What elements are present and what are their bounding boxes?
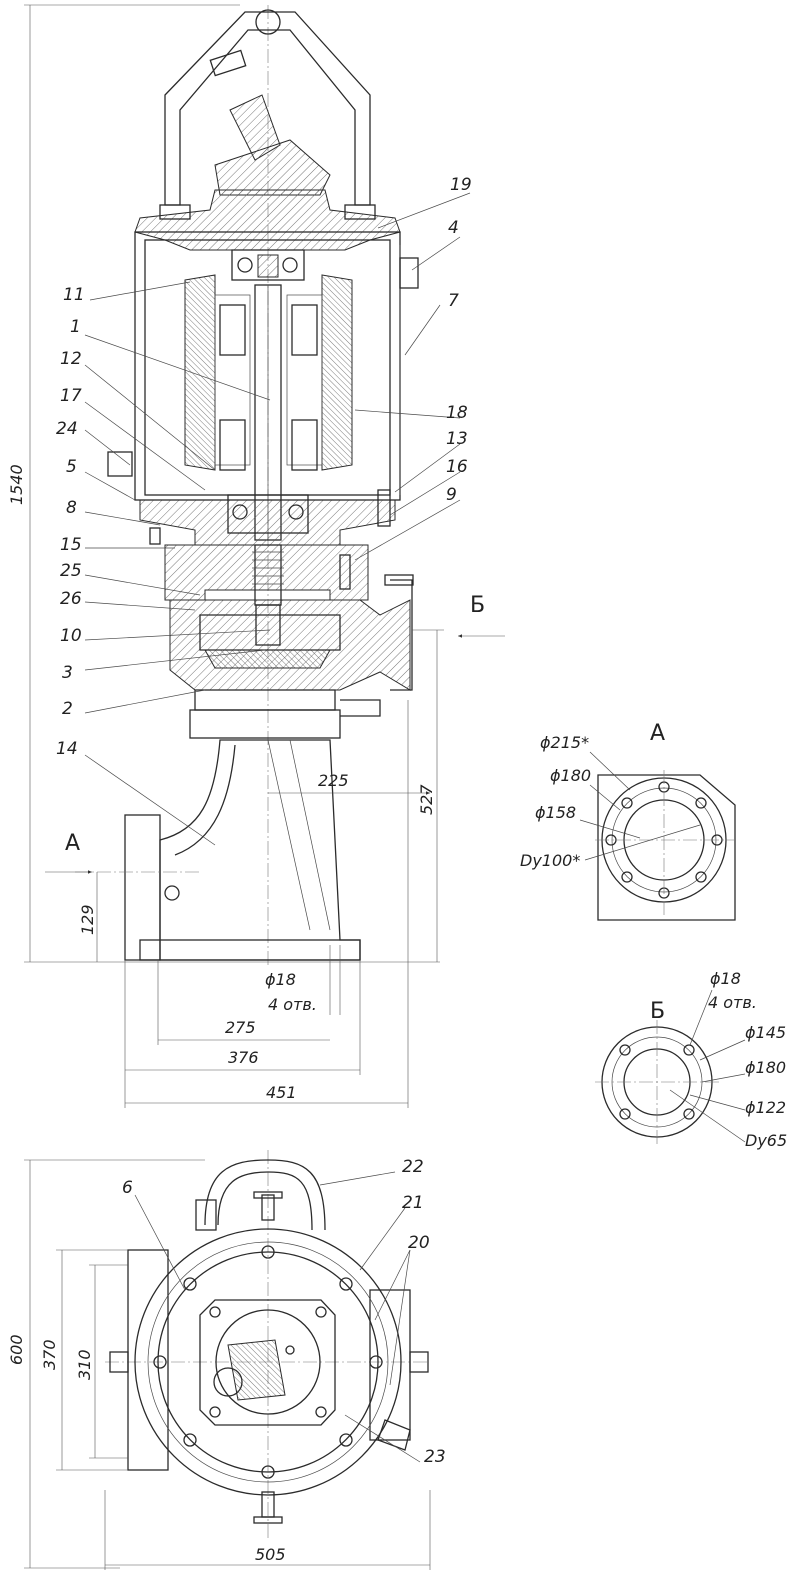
main-section-view: 19 4 11 7 1 12 18 17 13 24 16 5 9 8 15 2… — [7, 4, 505, 1108]
view-b-dia-1: ϕ145 — [745, 1023, 786, 1042]
part-label: 16 — [446, 457, 468, 477]
dim-height-lower: 527 — [417, 784, 436, 815]
plan-dim-height-inner: 310 — [75, 1349, 94, 1380]
view-arrow-a-letter: А — [65, 831, 80, 856]
plan-part-label: 6 — [122, 1178, 133, 1198]
plan-dim-height-total: 600 — [7, 1334, 26, 1365]
part-label: 17 — [60, 386, 82, 406]
dim-height-total: 1540 — [7, 464, 26, 505]
plan-part-label: 22 — [402, 1157, 424, 1177]
view-b-flange: Б ϕ18 4 отв. ϕ145 ϕ180 ϕ122 Dy65 — [595, 969, 787, 1150]
part-label: 18 — [446, 403, 468, 423]
part-label: 2 — [62, 699, 73, 719]
motor-housing — [107, 231, 419, 541]
volute-casing — [169, 574, 414, 717]
dim-base-w2: 376 — [228, 1048, 259, 1067]
part-label: 15 — [60, 535, 82, 555]
view-b-hole-diameter: ϕ18 — [710, 969, 741, 988]
part-label: 4 — [448, 218, 459, 238]
part-label: 5 — [66, 457, 77, 477]
view-a-title: А — [650, 721, 665, 746]
view-b-hole-count: 4 отв. — [708, 993, 757, 1012]
view-b-nominal: Dy65 — [745, 1131, 787, 1150]
part-label: 14 — [56, 739, 78, 759]
view-b-dia-2: ϕ180 — [745, 1058, 786, 1077]
dim-center-offset: 225 — [318, 771, 349, 790]
part-label: 7 — [448, 291, 459, 311]
part-label: 13 — [446, 429, 468, 449]
plan-dim-width-total: 505 — [255, 1545, 286, 1564]
part-label: 11 — [63, 285, 85, 305]
dim-hole-count: 4 отв. — [268, 995, 317, 1014]
view-arrows: А Б — [45, 593, 505, 874]
view-arrow-b-letter: Б — [470, 593, 485, 618]
plan-view: 6 22 21 20 23 600 370 310 505 — [7, 1150, 446, 1570]
part-label: 3 — [62, 663, 73, 683]
view-b-dia-3: ϕ122 — [745, 1098, 786, 1117]
dim-hole-diameter: ϕ18 — [265, 970, 296, 989]
part-label: 24 — [56, 419, 78, 439]
view-a-dia-2: ϕ180 — [550, 766, 591, 785]
plan-part-label: 20 — [408, 1233, 430, 1253]
dim-suction-height: 129 — [78, 904, 97, 935]
view-a-flange: А ϕ215* ϕ180 ϕ158 Dy100* — [520, 721, 736, 921]
plan-dim-height-mid: 370 — [40, 1339, 59, 1370]
bearing-housing — [139, 489, 396, 546]
part-label: 1 — [70, 317, 81, 337]
top-cover — [134, 189, 401, 281]
suction-ring — [189, 689, 341, 739]
plan-part-label: 23 — [424, 1447, 446, 1467]
part-label: 12 — [60, 349, 82, 369]
part-label: 10 — [60, 626, 82, 646]
elbow-stand — [75, 739, 361, 961]
lifting-bracket — [164, 9, 371, 206]
view-b-title: Б — [650, 999, 665, 1024]
part-label: 9 — [446, 485, 457, 505]
part-label: 25 — [60, 561, 82, 581]
view-a-dia-1: ϕ215* — [540, 733, 589, 752]
part-label: 8 — [66, 498, 77, 518]
plan-part-label: 21 — [402, 1193, 424, 1213]
view-a-dia-3: ϕ158 — [535, 803, 576, 822]
part-label: 19 — [450, 175, 472, 195]
dim-base-w1: 275 — [225, 1018, 256, 1037]
main-dimensions: 1540 527 225 129 ϕ18 4 отв. 275 376 — [7, 4, 444, 1108]
view-a-nominal: Dy100* — [520, 851, 580, 870]
dim-base-w3: 451 — [266, 1083, 297, 1102]
part-label: 26 — [60, 589, 82, 609]
part-labels: 19 4 11 7 1 12 18 17 13 24 16 5 9 8 15 2… — [56, 175, 472, 759]
leader-lines — [84, 192, 471, 846]
